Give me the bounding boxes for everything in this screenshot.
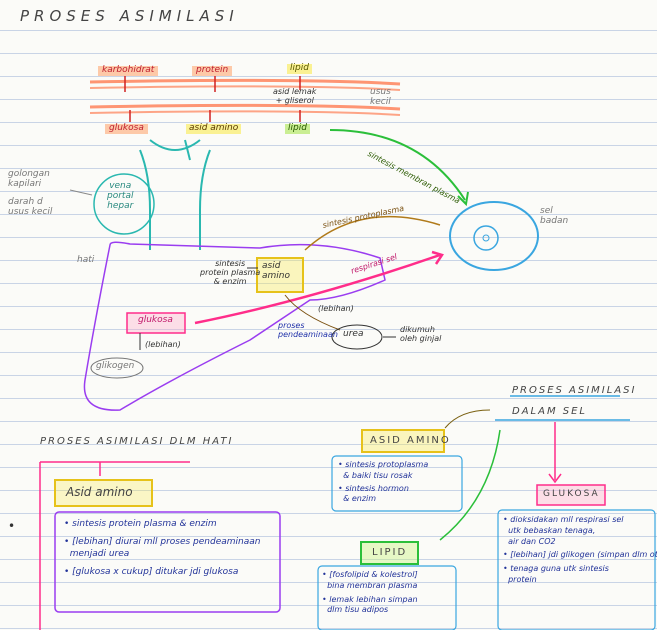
lipid-input-label: lipid <box>287 63 312 74</box>
excess-glucose-label: (lebihan) <box>145 340 181 349</box>
amino-box-label: asid amino <box>262 261 290 281</box>
liver-item: • sintesis protein plasma & enzim <box>64 519 217 529</box>
lipid-absorbed-label: lipid <box>285 123 310 134</box>
cell-label: sel badan <box>540 206 569 226</box>
liver-amino-box: Asid amino <box>66 485 133 499</box>
glucose-box-label: glukosa <box>138 315 173 325</box>
vena-label: vena portal hepar <box>107 181 134 211</box>
cell-lipid-item: • lemak lebihan simpan dlm tisu adipos <box>322 594 418 615</box>
amino-absorbed-label: asid amino <box>186 123 242 134</box>
glucose-absorbed-label: glukosa <box>105 123 148 134</box>
cell-glucose-item: • [lebihan] jdi glikogen (simpan dlm oto… <box>503 550 657 560</box>
urea-label: urea <box>343 329 364 339</box>
cell-amino-items: • sintesis protoplasma & baiki tisu rosa… <box>338 460 428 511</box>
intestine-label: usus kecil <box>370 87 391 107</box>
plasma-protein-label: sintesis protein plasma & enzim <box>200 259 261 286</box>
liver-items: • sintesis protein plasma & enzim • [leb… <box>64 518 260 585</box>
cell-lipid-item: • [fosfolipid & kolestrol] bina membran … <box>322 570 418 590</box>
margin-bullet: • <box>8 519 16 533</box>
liver-section-heading: PROSES ASIMILASI DLM HATI <box>40 436 234 447</box>
page-title: PROSES ASIMILASI <box>20 7 239 25</box>
liver-label: hati <box>77 255 95 265</box>
cell-glucose-item: • dioksidakan mll respirasi sel utk beba… <box>503 515 624 546</box>
cell-section-heading: PROSES ASIMILASI DALAM SEL <box>512 385 637 417</box>
fat-split-label: asid lemak + gliserol <box>273 87 317 105</box>
carbohydrate-label: karbohidrat <box>98 65 159 76</box>
blood-note: darah d usus kecil <box>8 197 53 217</box>
excreted-label: dikumuh oleh ginjal <box>400 325 442 343</box>
cell-glucose-title: GLUKOSA <box>543 489 600 499</box>
cell-amino-item: • sintesis hormon & enzim <box>338 483 409 504</box>
cell-lipid-title: LIPID <box>372 547 408 558</box>
cell-glucose-item: • tenaga guna utk sintesis protein <box>503 564 609 584</box>
cell-amino-title: ASID AMINO <box>370 435 451 446</box>
capillary-note: golongan kapilari <box>8 169 50 189</box>
liver-item: • [glukosa x cukup] ditukar jdi glukosa <box>64 567 239 578</box>
cell-lipid-items: • [fosfolipid & kolestrol] bina membran … <box>322 570 418 622</box>
glycogen-label: glikogen <box>96 361 135 371</box>
cell-glucose-items: • dioksidakan mll respirasi sel utk beba… <box>503 515 657 592</box>
excess-amino-label: (lebihan) <box>318 304 354 313</box>
deamination-label: proses pendeaminaan <box>278 321 338 339</box>
cell-amino-item: • sintesis protoplasma & baiki tisu rosa… <box>338 460 429 480</box>
protein-label: protein <box>192 65 233 76</box>
liver-item: • [lebihan] diurai mll proses pendeamina… <box>64 537 261 560</box>
